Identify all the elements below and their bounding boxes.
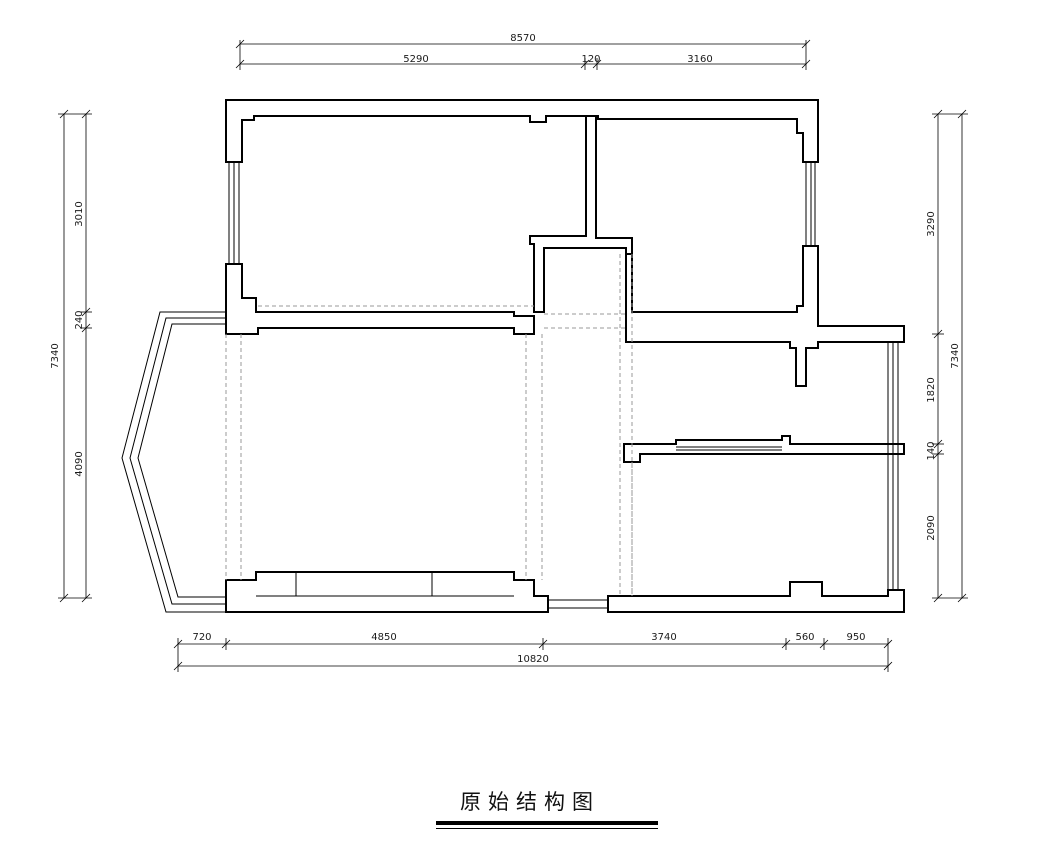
partition-center <box>529 115 633 313</box>
dim-left-seg-3: 4090 <box>74 451 85 476</box>
windows <box>228 162 899 609</box>
dimensions: 8570 5290 120 3160 720 4850 3740 560 950… <box>50 33 968 672</box>
drawing-title: 原始结构图 <box>460 790 600 814</box>
dim-right-total: 7340 <box>950 343 961 368</box>
dim-top-total: 8570 <box>510 33 535 44</box>
top-wall <box>225 99 819 163</box>
dim-bottom-seg-2: 4850 <box>371 632 396 643</box>
beam-lines <box>225 254 633 596</box>
title-underline-thick <box>436 821 658 825</box>
dim-left-seg-1: 3010 <box>74 201 85 226</box>
walls <box>225 99 905 613</box>
partition-right <box>623 435 905 463</box>
dim-bottom-total: 10820 <box>517 654 549 665</box>
title-underline-thin <box>436 828 658 829</box>
bay-window <box>121 311 226 613</box>
dim-top-seg-2: 120 <box>581 54 600 65</box>
dim-top-seg-1: 5290 <box>403 54 428 65</box>
dim-right-seg-3: 140 <box>926 441 937 460</box>
dim-left-total: 7340 <box>50 343 61 368</box>
dim-left-seg-2: 240 <box>74 310 85 329</box>
dim-right-seg-2: 1820 <box>926 377 937 402</box>
right-pier-upper <box>625 245 905 387</box>
dim-bottom-seg-1: 720 <box>192 632 211 643</box>
dim-top-seg-3: 3160 <box>687 54 712 65</box>
left-pier-upper <box>225 263 535 335</box>
dim-bottom-seg-5: 950 <box>846 632 865 643</box>
dim-right-seg-1: 3290 <box>926 211 937 236</box>
bottom-wall-right <box>607 581 905 613</box>
dim-right-seg-4: 2090 <box>926 515 937 540</box>
dim-bottom-seg-4: 560 <box>795 632 814 643</box>
dim-bottom-seg-3: 3740 <box>651 632 676 643</box>
bottom-wall-left <box>225 571 549 613</box>
